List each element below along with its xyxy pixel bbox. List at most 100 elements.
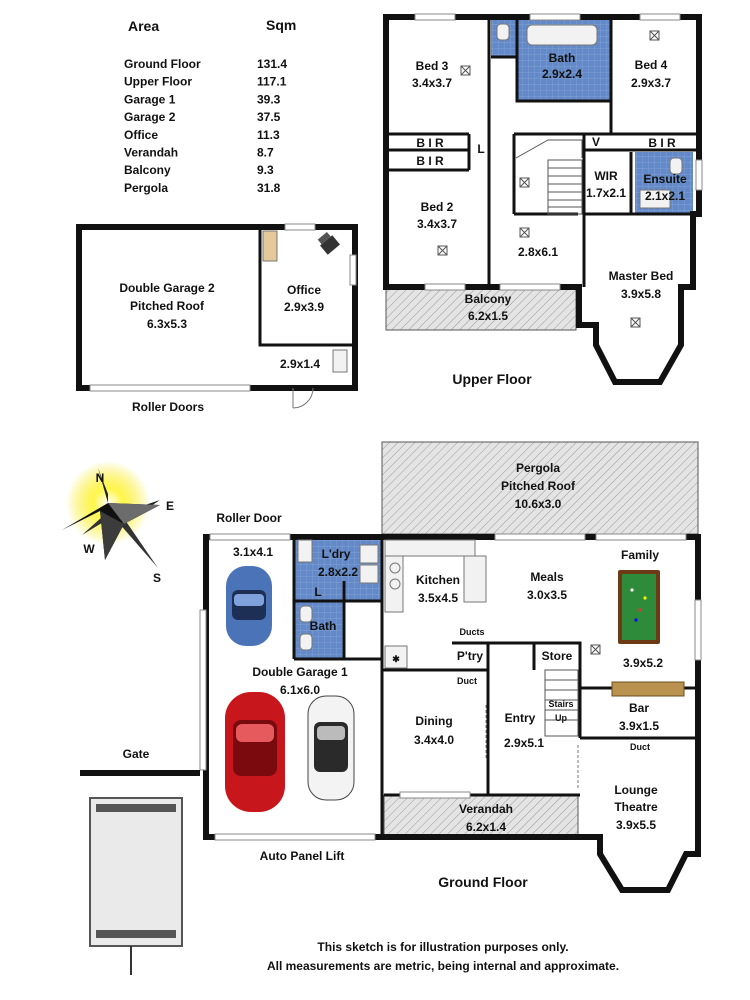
office-window [284, 223, 316, 231]
laundry-label: L'dry [322, 547, 351, 561]
bed4-label: Bed 4 [635, 58, 668, 72]
dining-label: Dining [415, 714, 452, 728]
red-car-icon [225, 692, 285, 812]
linen-label: L [477, 142, 484, 156]
bed3-label: Bed 3 [416, 59, 449, 73]
vanity-label: V [592, 135, 600, 149]
dryer [359, 564, 379, 584]
ground-floor: ✱ [80, 441, 702, 975]
balcony-area [385, 286, 577, 331]
auto-panel-label: Auto Panel Lift [260, 849, 345, 863]
bathtub [526, 24, 598, 46]
bir-label: B I R [416, 136, 444, 150]
area-row-name: Verandah [124, 146, 178, 160]
office-dims: 2.9x3.9 [284, 300, 324, 314]
upper-window [639, 13, 681, 21]
bed2-dims: 3.4x3.7 [417, 217, 457, 231]
bar-counter [611, 681, 685, 697]
lounge-label: Lounge [614, 783, 658, 797]
ceiling-fixture-icon [437, 30, 660, 328]
ground-window [694, 599, 702, 661]
upper-window [695, 159, 703, 191]
meals-label: Meals [530, 570, 564, 584]
fridge-icon: ✱ [392, 654, 400, 664]
office-chair-icon [317, 231, 340, 255]
shelf [262, 230, 278, 262]
area-row-value: 31.8 [257, 181, 281, 195]
balcony-dims: 6.2x1.5 [468, 309, 508, 323]
kitchen-label: Kitchen [416, 573, 460, 587]
upper-bath-dims: 2.9x2.4 [542, 67, 582, 81]
stairs-label: Stairs [548, 699, 573, 709]
family-dims: 3.9x5.2 [623, 656, 663, 670]
sqm-header: Sqm [266, 17, 296, 33]
theatre-label: Theatre [614, 800, 658, 814]
bar-dims: 3.9x1.5 [619, 719, 659, 733]
upper-interior-walls [386, 17, 699, 289]
upper-window [529, 13, 581, 21]
cooktop-burner [389, 562, 401, 574]
roller-door-label: Roller Door [216, 511, 282, 525]
toilet [496, 23, 510, 41]
dining-dims: 3.4x4.0 [414, 733, 454, 747]
kitchen-bench [384, 539, 476, 557]
upper-hall-dims: 2.8x6.1 [518, 245, 558, 259]
compass-needle [98, 468, 108, 503]
area-row-name: Ground Floor [124, 57, 201, 71]
ground-bath-label: Bath [310, 619, 337, 633]
garage2-label: Double Garage 2 [119, 281, 215, 295]
area-header: Area [128, 18, 159, 34]
upper-floor-title: Upper Floor [452, 371, 532, 387]
upper-stairs [515, 139, 583, 215]
cooktop-burner [389, 578, 401, 590]
area-row-name: Office [124, 128, 158, 142]
washer [359, 544, 379, 564]
bir-label: B I R [648, 136, 676, 150]
area-row-name: Upper Floor [124, 75, 192, 89]
gate-label: Gate [123, 747, 150, 761]
garage2-outer-wall [76, 224, 358, 391]
area-row-value: 11.3 [257, 128, 280, 142]
area-row-name: Balcony [124, 163, 171, 177]
area-row-value: 131.4 [257, 57, 287, 71]
compass-w: W [83, 542, 95, 556]
pergola-dims: 10.6x3.0 [515, 497, 562, 511]
upper-window [414, 13, 456, 21]
office-window [349, 254, 357, 286]
auto-panel-opening [214, 833, 376, 841]
office-label: Office [287, 283, 321, 297]
bir-label: B I R [416, 154, 444, 168]
white-car-icon [307, 695, 355, 801]
garage2-roof: Pitched Roof [130, 299, 205, 313]
garage2-block: Double Garage 2 Pitched Roof 6.3x5.3 Off… [76, 223, 358, 414]
kitchen-island [463, 555, 487, 603]
entry-sidelights [485, 705, 579, 790]
master-bed-label: Master Bed [609, 269, 674, 283]
ground-floor-title: Ground Floor [438, 874, 528, 890]
area-row-name: Pergola [124, 181, 168, 195]
pergola-label: Pergola [516, 461, 560, 475]
ensuite-dims: 2.1x2.1 [645, 189, 685, 203]
ground-window [209, 533, 291, 541]
garage2-door [292, 387, 314, 409]
laundry-dims: 2.8x2.2 [318, 565, 358, 579]
pergola-area [381, 441, 699, 535]
roller-door-opening [89, 384, 251, 392]
roller-doors-label: Roller Doors [132, 400, 204, 414]
store-label: Store [542, 649, 573, 663]
toilet [299, 605, 313, 623]
compass-s: S [153, 571, 161, 585]
upper-window [424, 283, 466, 291]
compass-n: N [96, 471, 105, 485]
pool-table-icon [618, 570, 660, 644]
ground-linen-label: L [314, 585, 321, 599]
wir-label: WIR [594, 169, 618, 183]
garage1-top-dims: 3.1x4.1 [233, 545, 273, 559]
garage2-small-dims: 2.9x1.4 [280, 357, 320, 371]
garage2-dims: 6.3x5.3 [147, 317, 187, 331]
verandah-dims: 6.2x1.4 [466, 820, 506, 834]
area-row-value: 39.3 [257, 92, 281, 106]
laundry-tub [297, 539, 313, 563]
sink [332, 349, 348, 373]
